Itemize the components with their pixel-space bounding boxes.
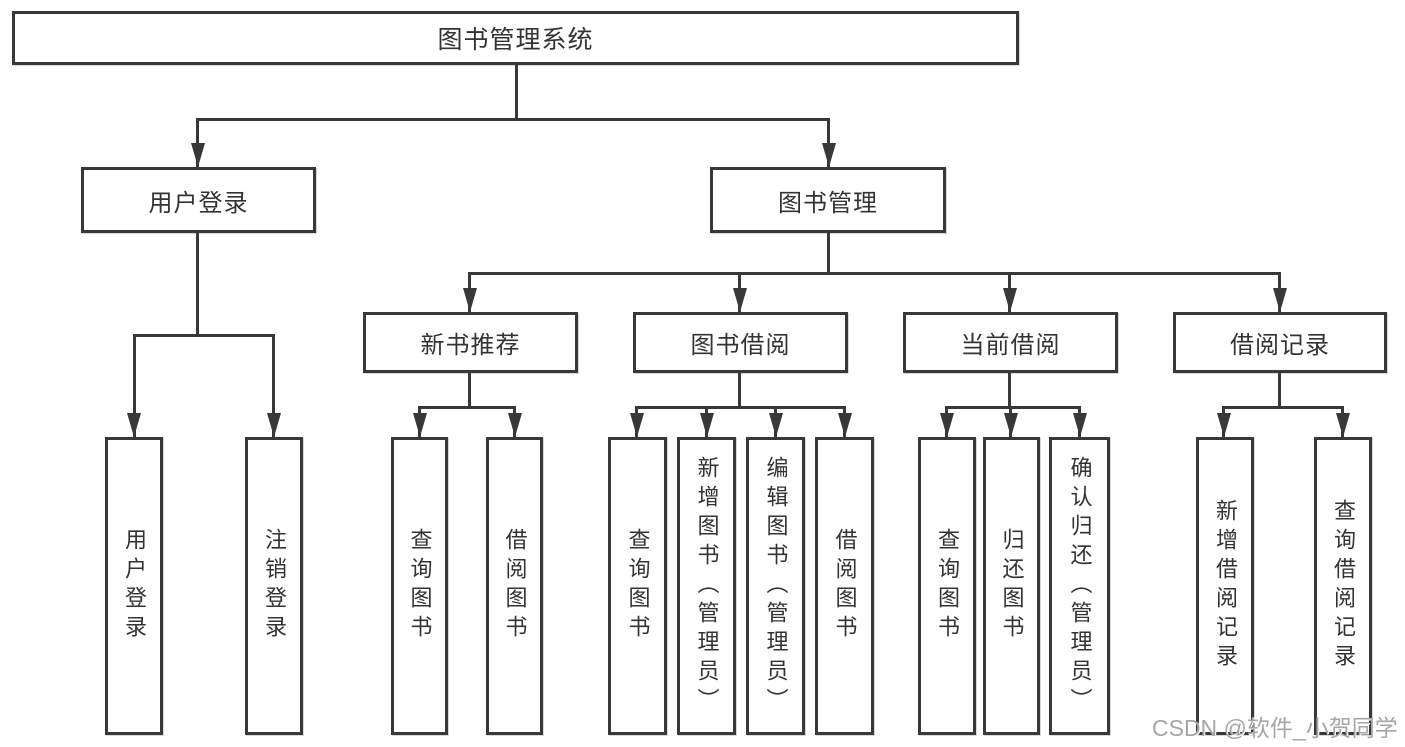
leaf-query-books: 查询图书 <box>918 437 976 735</box>
node-book-management: 图书管理 <box>710 167 946 233</box>
connector-user-login-stem <box>196 233 199 337</box>
arrow-leaf <box>413 413 427 437</box>
leaf-label: 查询图书 <box>935 528 960 644</box>
arrow-leaf <box>1217 413 1231 437</box>
node-current-borrow: 当前借阅 <box>903 312 1118 373</box>
leaf-return-books: 归还图书 <box>983 437 1040 735</box>
connector-book-borrow-bar <box>636 406 846 409</box>
node-label: 图书管理 <box>778 189 878 217</box>
leaf-confirm-return-admin: 确认归还（管理员） <box>1049 437 1110 735</box>
node-label: 借阅记录 <box>1230 332 1330 359</box>
arrow-to-book-management <box>822 143 836 167</box>
connector-new-book-bar <box>419 406 516 409</box>
arrow-to-user-login <box>191 143 205 167</box>
connector-to-user-login <box>196 118 199 167</box>
leaf-label: 借阅图书 <box>832 528 858 644</box>
leaf-add-borrow-record: 新增借阅记录 <box>1196 437 1254 735</box>
leaf-label: 用户登录 <box>122 528 147 644</box>
connector-borrow-record-bar <box>1223 406 1344 409</box>
leaf-label: 编辑图书（管理员） <box>763 455 789 717</box>
arrow-to-book-borrow <box>733 288 747 312</box>
leaf-user-login: 用户登录 <box>105 437 163 735</box>
leaf-borrow-books: 借阅图书 <box>486 437 543 735</box>
leaf-query-books: 查询图书 <box>608 437 667 735</box>
node-user-login: 用户登录 <box>81 167 316 233</box>
arrow-to-current-borrow <box>1003 288 1017 312</box>
connector-current-borrow-bar <box>946 406 1081 409</box>
node-new-book-recommend: 新书推荐 <box>363 312 578 373</box>
arrow-leaf <box>630 413 644 437</box>
arrow-leaf <box>769 413 783 437</box>
connector-level3-bar <box>469 272 1281 275</box>
connector-new-book-stem <box>468 373 471 409</box>
leaf-edit-book-admin: 编辑图书（管理员） <box>746 437 805 735</box>
leaf-query-books: 查询图书 <box>391 437 448 735</box>
leaf-label: 新增图书（管理员） <box>694 455 720 717</box>
leaf-borrow-books: 借阅图书 <box>815 437 874 735</box>
leaf-label: 新增借阅记录 <box>1213 499 1238 673</box>
arrow-leaf <box>508 413 522 437</box>
leaf-label: 查询图书 <box>625 528 651 644</box>
arrow-leaf <box>1336 413 1350 437</box>
leaf-label: 借阅图书 <box>502 528 528 644</box>
node-label: 当前借阅 <box>960 332 1061 359</box>
node-book-borrow: 图书借阅 <box>633 312 848 373</box>
leaf-add-book-admin: 新增图书（管理员） <box>677 437 736 735</box>
node-label: 图书管理系统 <box>437 26 594 54</box>
leaf-label: 查询借阅记录 <box>1331 499 1356 673</box>
leaf-query-borrow-record: 查询借阅记录 <box>1314 437 1372 735</box>
connector-to-book-management <box>827 118 830 167</box>
arrow-leaf <box>1073 413 1087 437</box>
leaf-label: 归还图书 <box>999 528 1025 644</box>
leaf-label: 确认归还（管理员） <box>1067 455 1093 717</box>
leaf-label: 注销登录 <box>262 528 287 644</box>
node-borrow-record: 借阅记录 <box>1173 312 1387 373</box>
arrow-to-borrow-record <box>1273 288 1287 312</box>
connector-to-login-leaf <box>133 334 136 437</box>
leaf-label: 查询图书 <box>407 528 433 644</box>
connector-to-logout-leaf <box>272 334 275 437</box>
connector-user-login-bar <box>133 334 275 337</box>
connector-book-borrow-stem <box>738 373 741 409</box>
connector-borrow-record-stem <box>1278 373 1281 409</box>
csdn-watermark: CSDN @软件_小贺同学 <box>1152 715 1398 741</box>
leaf-logout: 注销登录 <box>245 437 303 735</box>
connector-root-stem <box>515 65 518 121</box>
arrow-leaf <box>838 413 852 437</box>
connector-book-management-stem <box>827 233 830 275</box>
arrow-leaf <box>940 413 954 437</box>
node-library-management-system: 图书管理系统 <box>12 11 1019 65</box>
arrow-leaf <box>700 413 714 437</box>
arrow-to-new-book <box>463 288 477 312</box>
node-label: 用户登录 <box>148 189 249 217</box>
arrow-to-logout-leaf <box>267 413 281 437</box>
node-label: 新书推荐 <box>420 332 521 359</box>
arrow-leaf <box>1004 413 1018 437</box>
arrow-to-login-leaf <box>127 413 141 437</box>
connector-level2-bar <box>196 118 830 121</box>
node-label: 图书借阅 <box>690 332 791 359</box>
connector-current-borrow-stem <box>1008 373 1011 409</box>
